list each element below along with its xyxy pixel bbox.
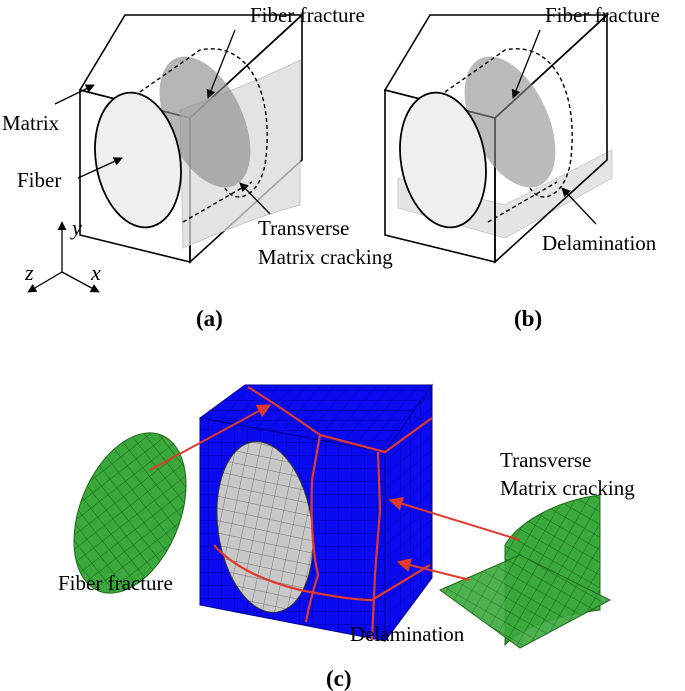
arrow-transverse-c — [388, 497, 521, 541]
label-delamination-b: Delamination — [542, 231, 657, 255]
arrow-fiber-fracture-a — [206, 29, 236, 99]
trace-delamination — [213, 544, 431, 602]
fiber-cylinder-b-lower — [487, 181, 558, 223]
trace-fiber-fracture-top — [247, 386, 433, 454]
crack-traces — [213, 386, 433, 641]
arrow-delamination-c — [396, 558, 471, 581]
arrow-matrix-a — [54, 84, 95, 105]
arrow-delamination-b — [561, 187, 597, 225]
caption-c: (c) — [326, 666, 352, 691]
fiber-fracture-shape-a — [159, 56, 251, 188]
label-fiber-fracture-c: Fiber fracture — [58, 571, 173, 595]
mesh-fiber-fracture-piece — [73, 432, 187, 594]
panel-b: Fiber fracture Delamination (b) — [383, 3, 660, 331]
axes-triad: y z x — [24, 215, 101, 293]
label-fiber-a: Fiber — [17, 168, 61, 192]
fiber-cylinder-a — [139, 48, 268, 198]
arrow-fiber-fracture-c — [149, 404, 272, 471]
x-axis-label: x — [90, 260, 101, 285]
y-axis-label: y — [70, 215, 82, 240]
caption-b: (b) — [514, 306, 542, 331]
arrow-fiber-a — [77, 157, 123, 179]
fiber-fracture-shape-b — [464, 56, 556, 188]
trace-transverse-front — [370, 451, 382, 641]
fiber-cylinder-b — [444, 48, 573, 198]
label-transverse-c-2: Matrix cracking — [500, 476, 635, 500]
mesh-delamination-piece — [438, 554, 612, 649]
label-matrix-a: Matrix — [2, 111, 60, 135]
trace-fiber-fracture-front — [304, 434, 322, 623]
z-axis-label: z — [24, 260, 34, 285]
z-axis-arrow — [27, 271, 63, 293]
label-transverse-a-2: Matrix cracking — [258, 245, 393, 269]
x-axis-arrow — [61, 271, 100, 293]
arrow-transverse-a — [239, 182, 271, 215]
label-fiber-fracture-a: Fiber fracture — [250, 3, 365, 27]
label-transverse-c-1: Transverse — [500, 448, 591, 472]
fiber-end-a — [94, 91, 182, 229]
label-delamination-c: Delamination — [350, 622, 465, 646]
fiber-end-b — [399, 91, 487, 229]
cube-b-side-face — [494, 13, 608, 264]
arrow-fiber-fracture-b — [511, 29, 541, 99]
label-fiber-fracture-b: Fiber fracture — [545, 3, 660, 27]
panel-a: Fiber fracture Matrix Fiber Transverse M… — [2, 3, 393, 331]
label-transverse-a-1: Transverse — [258, 216, 349, 240]
panel-c: Transverse Matrix cracking Fiber fractur… — [58, 383, 635, 691]
caption-a: (a) — [196, 306, 223, 331]
